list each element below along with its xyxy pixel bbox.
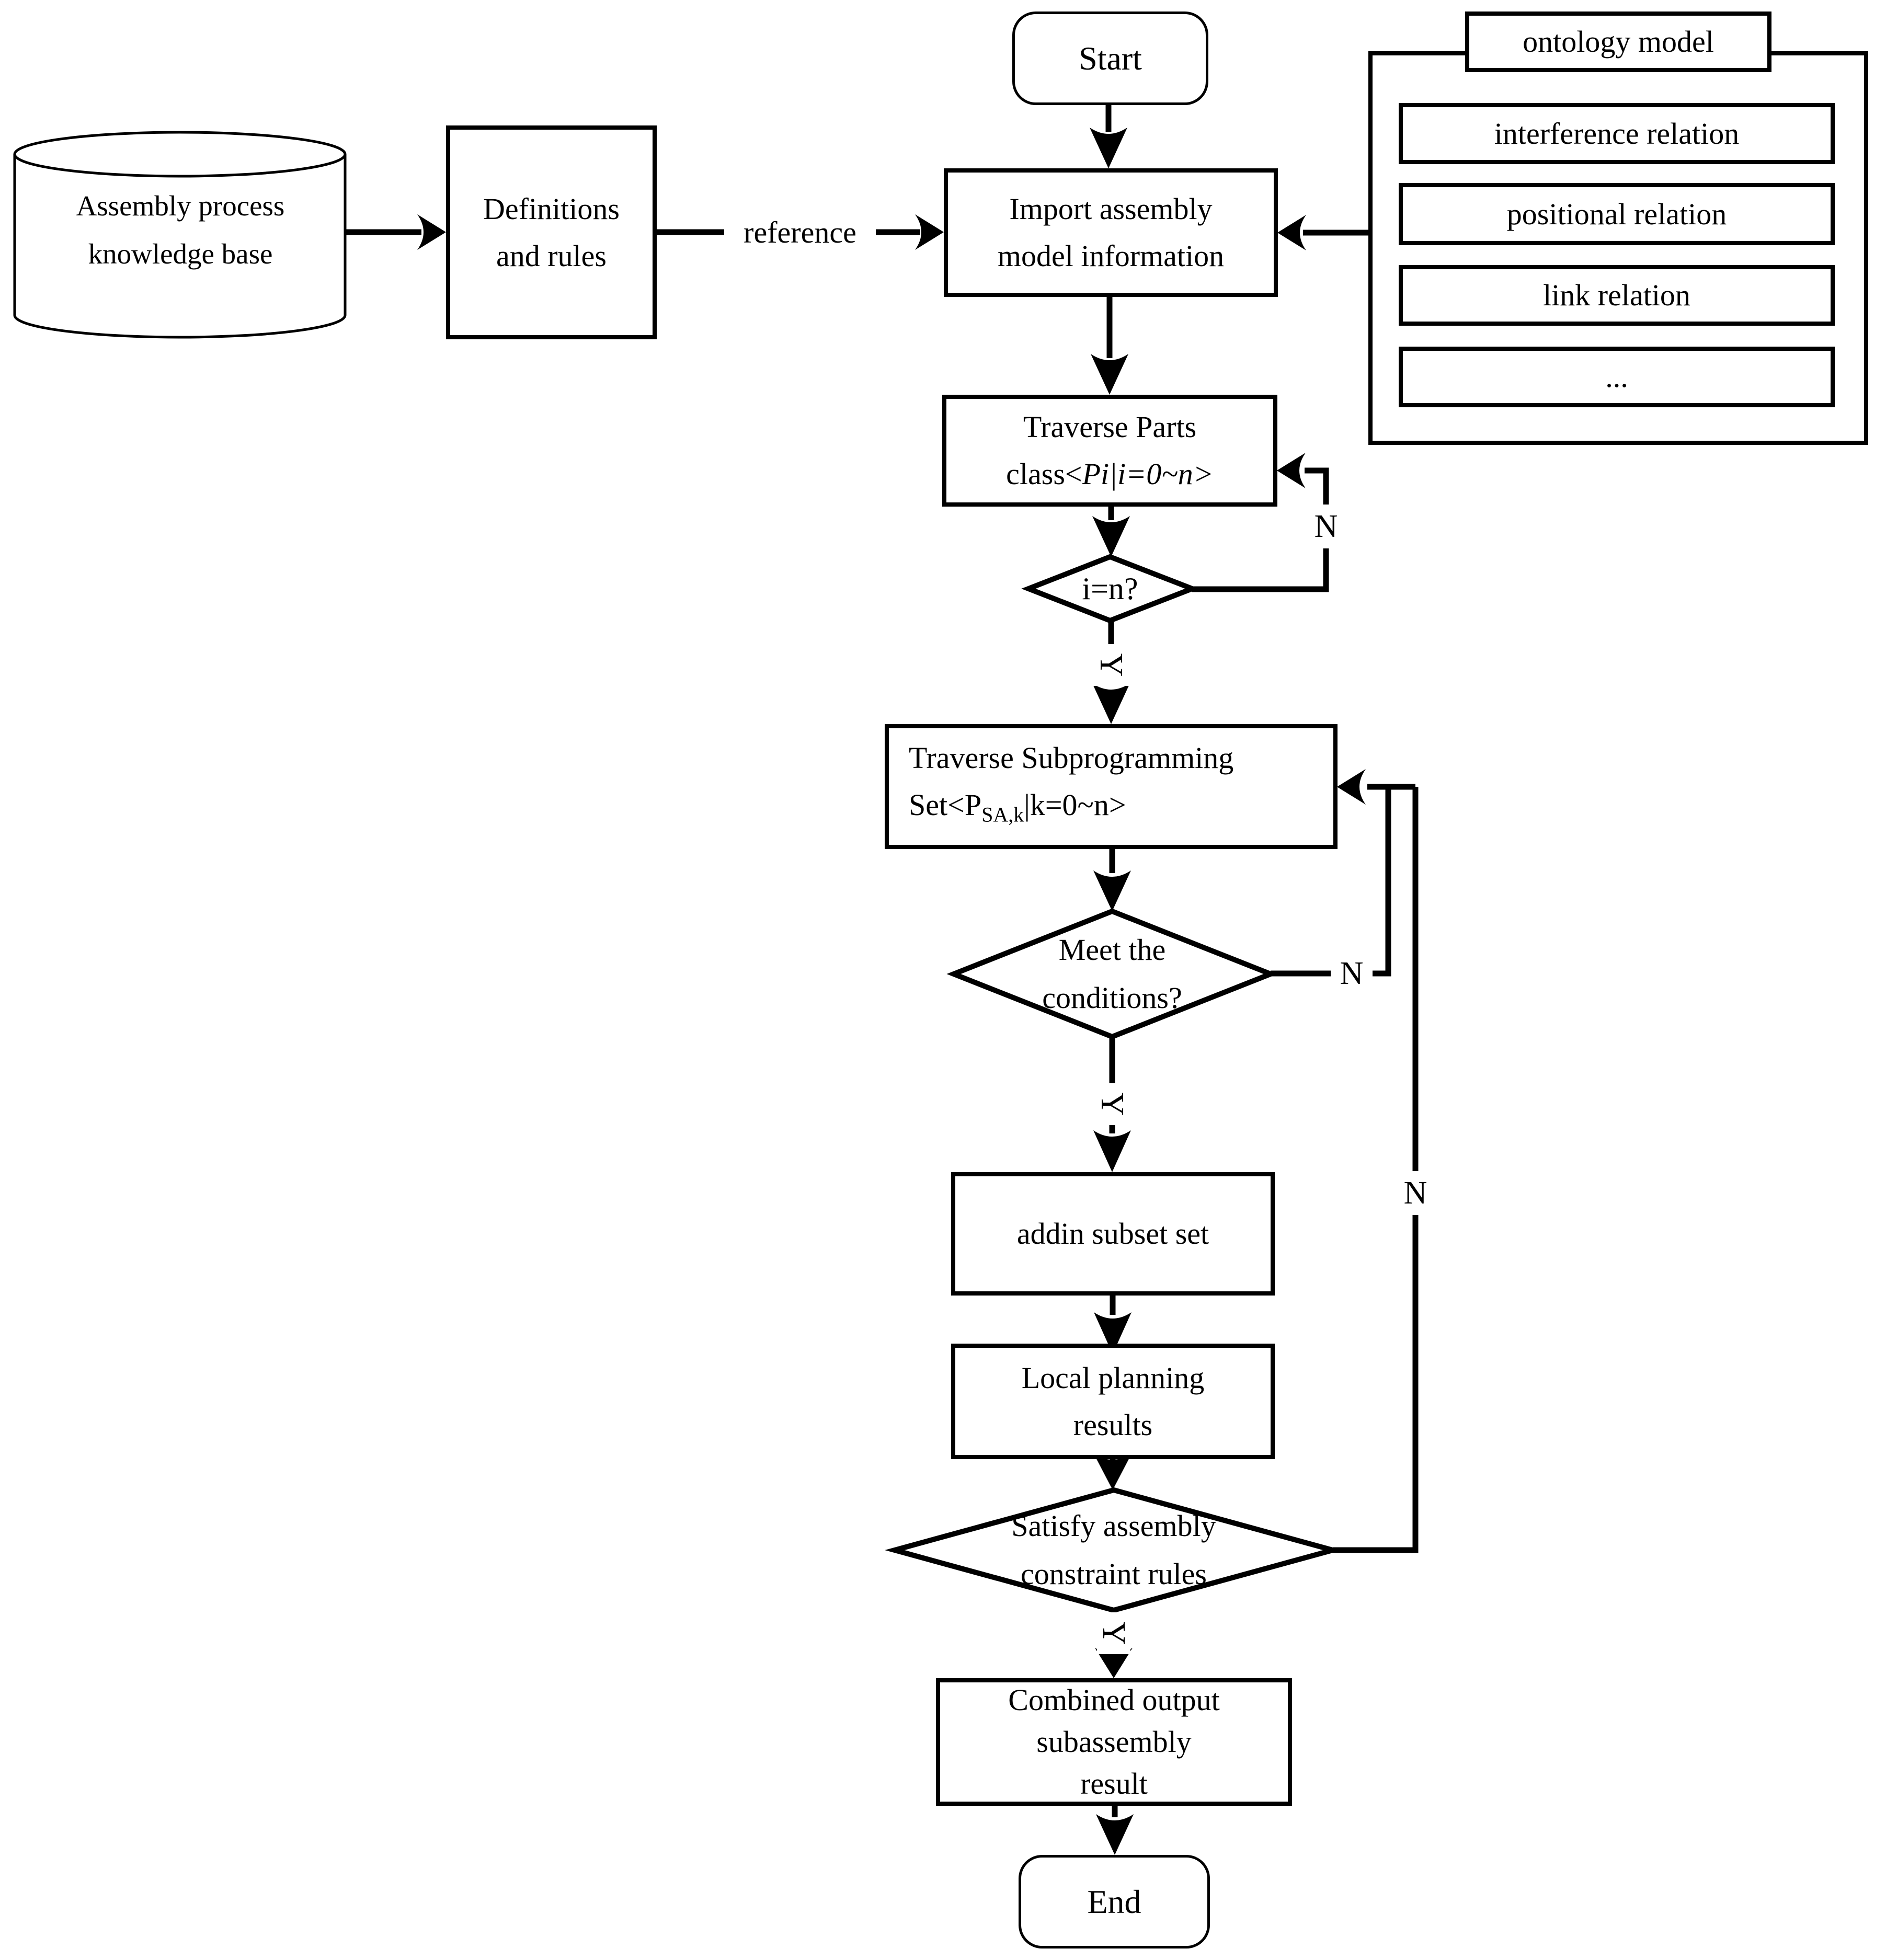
import-line1: Import assembly xyxy=(1009,192,1213,226)
decision-satisfy-constraints-shape xyxy=(885,1487,1343,1613)
arrowhead-ien-yes xyxy=(1092,683,1130,724)
node-definitions-and-rules: Definitions and rules xyxy=(446,125,657,339)
local-planning-line2: results xyxy=(1073,1407,1153,1442)
edge-label-yes-meet: Y xyxy=(1091,1083,1133,1125)
edge-label-no-ien: N xyxy=(1305,505,1347,548)
traverse-parts-line2: class<Pi|i=0~n> xyxy=(1006,457,1214,491)
meet-conditions-line1: Meet the xyxy=(1058,933,1166,967)
combined-line1: Combined output xyxy=(1008,1683,1220,1717)
ontology-row-label: interference relation xyxy=(1494,116,1740,151)
arrowhead-kb-to-definitions xyxy=(417,214,446,250)
database-cylinder-shape xyxy=(13,131,347,339)
ontology-row-more: ... xyxy=(1399,347,1835,407)
node-knowledge-base: Assembly process knowledge base xyxy=(26,173,335,288)
edge-label-reference: reference xyxy=(724,212,876,252)
ontology-row-label: ... xyxy=(1605,360,1628,394)
node-traverse-subprogramming: Traverse Subprogramming Set<PSA,k|k=0~n> xyxy=(885,724,1338,849)
arrowhead-subprog-to-meet xyxy=(1093,870,1131,911)
knowledge-base-line2: knowledge base xyxy=(88,238,273,270)
arrowhead-local-to-satisfy xyxy=(1094,1454,1131,1490)
definitions-line2: and rules xyxy=(496,238,607,273)
edge-label-no-meet: N xyxy=(1331,952,1373,995)
start-label: Start xyxy=(1079,39,1142,77)
arrowhead-combined-to-end xyxy=(1096,1814,1134,1855)
edge-label-yes-satisfy: Y xyxy=(1096,1612,1132,1654)
node-combined-output: Combined output subassembly result xyxy=(936,1678,1292,1806)
ontology-title-box: ontology model xyxy=(1465,12,1771,72)
import-line2: model information xyxy=(997,239,1225,273)
satisfy-line2: constraint rules xyxy=(1021,1557,1207,1591)
arrowhead-meet-yes xyxy=(1093,1130,1131,1172)
ontology-row-label: positional relation xyxy=(1506,197,1727,231)
reference-text: reference xyxy=(744,215,856,249)
ontology-row-positional: positional relation xyxy=(1399,183,1835,245)
i-equals-n-label: i=n? xyxy=(1082,571,1138,606)
ontology-row-link: link relation xyxy=(1399,265,1835,326)
decision-i-equals-n: i=n? xyxy=(1032,560,1188,617)
decision-meet-conditions-shape xyxy=(946,908,1278,1040)
arrowhead-ien-no-loop xyxy=(1277,453,1306,488)
combined-line2: subassembly xyxy=(1036,1725,1192,1759)
arrowhead-addin-to-local xyxy=(1094,1312,1131,1354)
arrowhead-loop-entry xyxy=(1337,769,1366,805)
no-text: N xyxy=(1403,1175,1427,1211)
yes-text: Y xyxy=(1094,1092,1130,1116)
edge-label-no-satisfy: N xyxy=(1395,1171,1436,1215)
subprog-line1: Traverse Subprogramming xyxy=(909,741,1234,775)
decision-satisfy-constraints: Satisfy assembly constraint rules xyxy=(931,1502,1297,1598)
node-end: End xyxy=(1019,1855,1210,1948)
yes-text: Y xyxy=(1096,1621,1132,1645)
ontology-title: ontology model xyxy=(1523,25,1714,59)
knowledge-base-line1: Assembly process xyxy=(76,190,285,222)
node-traverse-parts: Traverse Parts class<Pi|i=0~n> xyxy=(942,395,1277,507)
local-planning-line1: Local planning xyxy=(1021,1360,1205,1395)
no-text: N xyxy=(1340,955,1364,991)
subprog-line2: Set<PSA,k|k=0~n> xyxy=(909,788,1126,827)
arrowhead-definitions-to-import xyxy=(915,214,944,250)
definitions-line1: Definitions xyxy=(483,191,620,226)
decision-meet-conditions: Meet the conditions? xyxy=(981,927,1243,1021)
ontology-row-interference: interference relation xyxy=(1399,103,1835,164)
arrowhead-satisfy-yes xyxy=(1095,1648,1133,1678)
arrowhead-ontology-to-import xyxy=(1277,215,1306,250)
satisfy-line1: Satisfy assembly xyxy=(1011,1509,1216,1543)
edge-satisfy-no-loop xyxy=(1333,787,1419,1553)
node-local-planning: Local planning results xyxy=(951,1344,1275,1459)
edge-label-yes-ien: Y xyxy=(1090,644,1132,686)
combined-line3: result xyxy=(1080,1767,1148,1801)
arrowhead-import-to-parts xyxy=(1091,354,1128,395)
no-text: N xyxy=(1314,508,1338,544)
decision-i-equals-n-shape xyxy=(1021,554,1199,624)
node-start: Start xyxy=(1012,12,1208,105)
arrowhead-start-to-import xyxy=(1090,128,1127,168)
ontology-row-label: link relation xyxy=(1543,278,1690,312)
node-addin-subset: addin subset set xyxy=(951,1172,1275,1296)
arrowhead-parts-to-ien xyxy=(1092,516,1130,557)
node-import-model: Import assembly model information xyxy=(944,168,1278,297)
meet-conditions-line2: conditions? xyxy=(1042,981,1182,1015)
end-label: End xyxy=(1087,1883,1141,1920)
edge-meet-no-loop xyxy=(1271,787,1391,977)
yes-text: Y xyxy=(1093,653,1129,677)
addin-subset-label: addin subset set xyxy=(1016,1217,1209,1251)
traverse-parts-line1: Traverse Parts xyxy=(1023,410,1197,444)
